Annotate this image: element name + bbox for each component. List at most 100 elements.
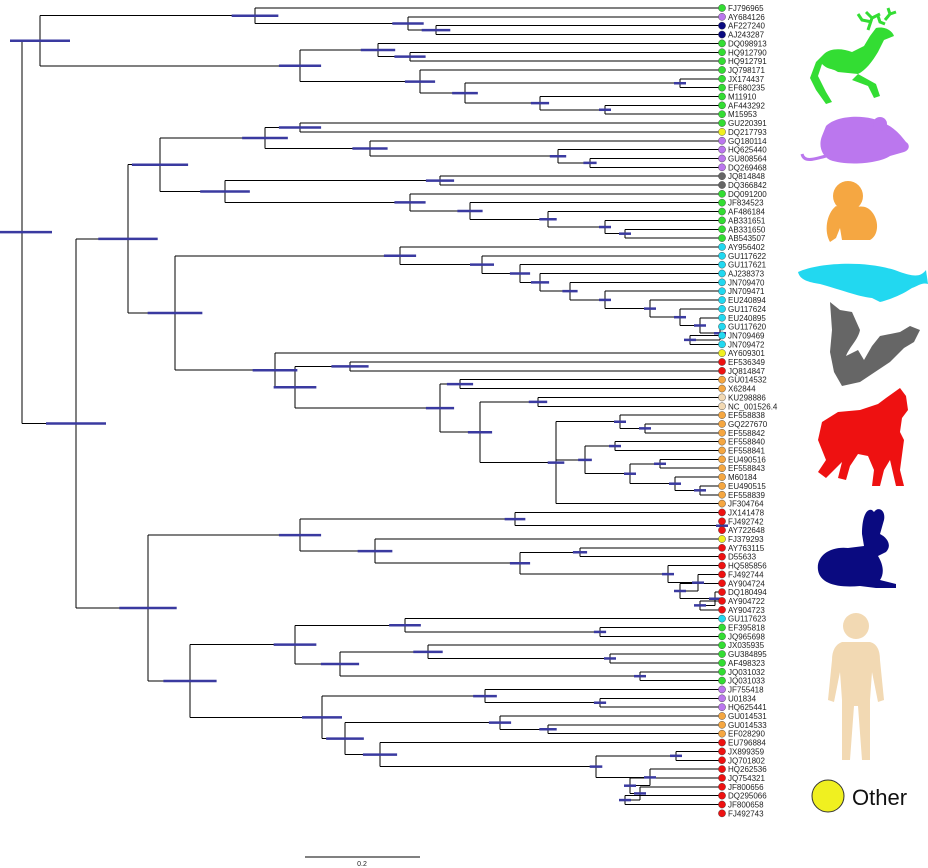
tip-marker xyxy=(718,234,726,242)
tip-label: HQ625440 xyxy=(728,146,767,155)
tip-label: DQ098913 xyxy=(728,39,767,48)
tip-label: JN709470 xyxy=(728,278,765,287)
tip-marker xyxy=(718,402,726,411)
tip-label: AB543507 xyxy=(728,234,766,243)
tip-label: JF304764 xyxy=(728,500,764,509)
tip-marker xyxy=(718,128,726,136)
tip-label: DQ091200 xyxy=(728,190,767,199)
tip-marker xyxy=(718,579,726,588)
tip-label: JF755418 xyxy=(728,685,764,694)
tip-label: AJ238373 xyxy=(728,270,765,279)
tip-marker xyxy=(718,66,726,74)
tip-marker xyxy=(718,305,726,313)
tip-marker xyxy=(718,783,726,791)
human-silhouette-icon xyxy=(828,613,884,760)
tip-label: M60184 xyxy=(728,473,757,482)
scale-bar: 0.2 xyxy=(305,856,420,868)
tip-marker xyxy=(718,774,726,782)
tip-marker xyxy=(718,420,726,428)
tip-marker xyxy=(718,83,726,92)
tip-label: FJ492742 xyxy=(728,517,764,526)
tip-marker xyxy=(718,260,726,269)
tip-marker xyxy=(718,375,726,384)
tip-label: AF227240 xyxy=(728,22,765,31)
tip-marker xyxy=(718,464,726,473)
tip-marker xyxy=(718,163,726,172)
tip-label: AY722648 xyxy=(728,526,765,535)
tip-marker xyxy=(718,411,726,419)
tip-marker xyxy=(718,136,726,145)
tip-label: GU117624 xyxy=(728,305,767,314)
tip-marker xyxy=(718,367,726,375)
tip-label: GU808564 xyxy=(728,154,767,163)
tip-marker xyxy=(718,544,726,552)
tip-marker xyxy=(718,632,726,641)
wolf-silhouette-icon xyxy=(818,388,908,486)
tip-label: EF558843 xyxy=(728,464,765,473)
tip-label: EU240895 xyxy=(728,314,766,323)
tip-marker xyxy=(718,216,726,225)
tip-label: AY609301 xyxy=(728,349,765,358)
tip-label: EF558842 xyxy=(728,429,765,438)
tip-marker xyxy=(718,588,726,596)
tip-marker xyxy=(718,809,726,818)
tip-label: GU384895 xyxy=(728,650,767,659)
tip-label: AB331650 xyxy=(728,225,766,234)
tip-label: AJ243287 xyxy=(728,31,765,40)
tip-marker xyxy=(718,101,726,110)
tip-marker xyxy=(718,181,726,189)
tip-label: GU014531 xyxy=(728,712,767,721)
tip-marker xyxy=(718,110,726,118)
tip-marker xyxy=(718,384,726,393)
tip-label: EF536349 xyxy=(728,358,765,367)
tip-marker xyxy=(718,92,726,101)
tip-marker xyxy=(718,552,726,561)
tip-marker xyxy=(718,21,726,30)
tip-label: JF834523 xyxy=(728,199,764,208)
tip-marker xyxy=(718,623,726,632)
tip-marker xyxy=(718,428,726,437)
tip-label: HQ912790 xyxy=(728,48,767,57)
tip-label: FJ379293 xyxy=(728,535,764,544)
tip-marker xyxy=(718,225,726,234)
tip-marker xyxy=(718,322,726,331)
tip-marker xyxy=(718,313,726,322)
tip-marker xyxy=(718,437,726,446)
tip-label: FJ492743 xyxy=(728,809,764,818)
tip-marker xyxy=(718,39,726,48)
tip-label: GU220391 xyxy=(728,119,767,128)
tip-marker xyxy=(718,561,726,570)
tip-marker xyxy=(718,508,726,517)
tip-marker xyxy=(718,694,726,703)
tip-label: EU490515 xyxy=(728,482,766,491)
tip-marker xyxy=(718,145,726,154)
tip-marker xyxy=(718,614,726,623)
tip-label: EF028290 xyxy=(728,730,765,739)
tip-label: JQ814847 xyxy=(728,367,765,376)
tip-marker xyxy=(718,278,726,287)
tip-label: JX174437 xyxy=(728,75,765,84)
tip-marker xyxy=(718,340,726,349)
tip-label: GU117623 xyxy=(728,615,767,624)
tip-marker xyxy=(718,243,726,251)
tip-label: JX899359 xyxy=(728,747,765,756)
tip-marker xyxy=(718,482,726,490)
tip-marker xyxy=(718,659,726,667)
tip-marker xyxy=(718,331,726,340)
tip-marker xyxy=(718,473,726,481)
tip-marker xyxy=(718,349,726,357)
tip-label: DQ180494 xyxy=(728,588,767,597)
tip-label: GQ180114 xyxy=(728,137,767,146)
tip-marker xyxy=(718,667,726,676)
tip-label: JN709469 xyxy=(728,331,765,340)
other-legend-label: Other xyxy=(852,785,907,810)
tip-label: JN709472 xyxy=(728,340,765,349)
tip-marker xyxy=(718,455,726,464)
tip-marker xyxy=(718,738,726,747)
tip-label: M15953 xyxy=(728,110,757,119)
tip-marker xyxy=(718,393,726,402)
tip-marker xyxy=(718,287,726,296)
tip-marker xyxy=(718,721,726,729)
tip-label: JF800656 xyxy=(728,783,764,792)
